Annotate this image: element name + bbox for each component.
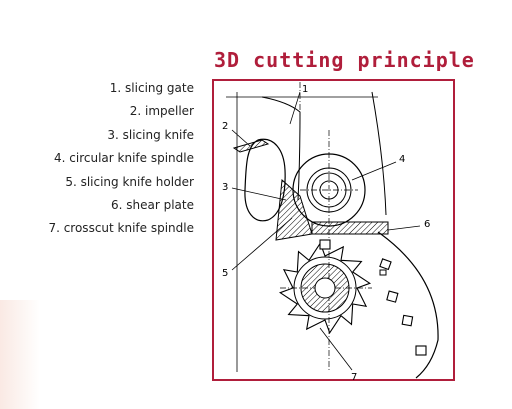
slice-piece	[415, 345, 427, 356]
shear-plate	[311, 221, 389, 235]
slice-piece	[401, 314, 414, 327]
circular-knife-outer	[292, 153, 366, 227]
impeller-wall	[261, 96, 301, 201]
callout-4: 4	[399, 154, 405, 165]
crosscut-gear-outline	[278, 241, 372, 335]
diagram-title: 3D cutting principle	[214, 48, 475, 72]
legend-item: 3. slicing knife	[107, 127, 194, 142]
leader-1	[289, 91, 301, 125]
leader-4	[351, 161, 397, 181]
callout-1: 1	[302, 84, 308, 95]
callout-2: 2	[222, 121, 228, 132]
legend-item: 7. crosscut knife spindle	[48, 221, 194, 236]
outer-drum-arc	[377, 231, 439, 379]
callout-3: 3	[222, 182, 228, 193]
slice-piece	[379, 258, 392, 271]
product-piece	[244, 138, 286, 222]
casing-curve	[371, 91, 387, 216]
legend-item: 4. circular knife spindle	[54, 151, 194, 166]
callout-6: 6	[424, 219, 430, 230]
slice-piece	[386, 290, 399, 303]
slice-piece	[319, 239, 331, 250]
leader-3	[231, 187, 287, 201]
leader-5	[231, 217, 293, 271]
corner-tint	[0, 300, 40, 409]
slice-piece	[379, 269, 387, 276]
leader-7	[319, 327, 353, 371]
leader-6	[387, 225, 421, 231]
crosscut-ring-outer	[293, 256, 357, 320]
parts-legend: 1. slicing gate 2. impeller 3. slicing k…	[48, 78, 194, 242]
legend-item: 6. shear plate	[111, 197, 194, 212]
crosscut-bore	[314, 277, 336, 299]
slicing-gate-plate	[232, 139, 270, 153]
circular-knife-inner	[311, 172, 347, 208]
circular-knife-bore	[319, 180, 339, 200]
circular-knife-hub	[306, 167, 352, 213]
leader-2	[231, 129, 251, 147]
legend-item: 2. impeller	[129, 104, 194, 119]
legend-item: 1. slicing gate	[109, 81, 194, 95]
callout-7: 7	[351, 372, 357, 383]
callout-5: 5	[222, 268, 228, 279]
legend-item: 5. slicing knife holder	[65, 174, 194, 189]
